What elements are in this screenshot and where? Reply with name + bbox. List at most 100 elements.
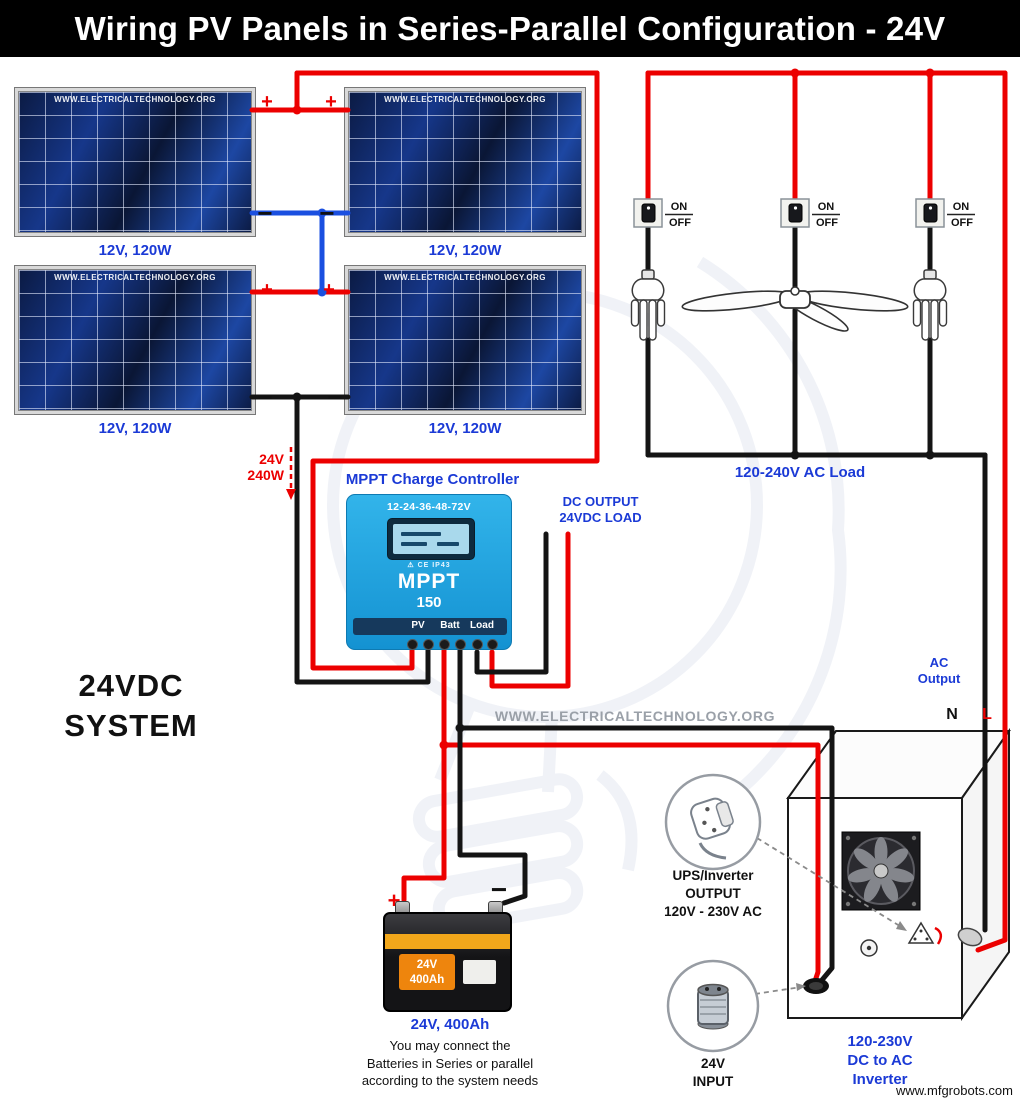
footer-watermark: www.mfgrobots.com [895, 1083, 1013, 1098]
watermark-text: WWW.ELECTRICALTECHNOLOGY.ORG [494, 708, 776, 724]
wire-inverter-dc-negative [457, 725, 835, 983]
pv-panel-3: WWW.ELECTRICALTECHNOLOGY.ORG [15, 266, 255, 414]
battery-sticker: 24V 400Ah [399, 954, 455, 990]
pv-cell-grid [349, 92, 581, 232]
terminal-label-pv: PV [411, 620, 425, 631]
pv-output-voltage: 24V [259, 451, 284, 467]
pv-panel-4-label: 12V, 120W [428, 420, 502, 437]
battery-sticker-voltage: 24V [416, 959, 438, 971]
plus-symbol: + [261, 279, 273, 301]
pv-panel-4: WWW.ELECTRICALTECHNOLOGY.ORG [345, 266, 585, 414]
inverter-label-line3: Inverter [852, 1071, 908, 1088]
ac-output-line1: AC [929, 655, 949, 670]
minus-symbol: − [257, 198, 272, 228]
callout-input-text: 24V INPUT [666, 1055, 760, 1091]
cfl-bulb-icon-right [912, 269, 948, 341]
switch-on-label: ON [818, 201, 835, 213]
lcd-segment [401, 532, 441, 536]
controller-cert-text: ⚠ CE IP43 [407, 562, 451, 569]
controller-display [387, 518, 475, 560]
inverter-cable-clamp [957, 927, 983, 947]
title-bar: Wiring PV Panels in Series-Parallel Conf… [0, 0, 1020, 57]
dc-output-label: DC OUTPUT 24VDC LOAD [538, 494, 663, 526]
polarity-symbols: + + − − + + − − + − N L [257, 91, 992, 913]
system-label: 24VDC SYSTEM [36, 666, 226, 746]
terminal-load-plus[interactable] [472, 639, 483, 650]
pv-panel-1-label: 12V, 120W [98, 242, 172, 259]
switch-on-label: ON [953, 201, 970, 213]
wire-dc-load-positive [489, 531, 571, 689]
inverter-details [803, 831, 983, 994]
ac-output-label: AC Output [908, 655, 970, 687]
pv-cell-grid [349, 270, 581, 410]
controller-lcd-screen [393, 524, 469, 554]
wire-dc-load-negative [474, 531, 549, 675]
dc-output-line2: 24VDC LOAD [559, 510, 642, 525]
inverter-fan-blades [847, 837, 915, 902]
terminal-pv-plus[interactable] [407, 639, 418, 650]
terminal-pv-minus[interactable] [423, 639, 434, 650]
plus-symbol: + [325, 91, 337, 113]
line-label: L [982, 706, 992, 723]
battery-sticker-capacity: 400Ah [409, 974, 445, 986]
callout-input-line1: 24V [700, 1056, 726, 1071]
controller-title: MPPT Charge Controller [345, 471, 520, 488]
switch-on-label: ON [671, 201, 688, 213]
ac-output-line2: Output [917, 671, 961, 686]
battery-stripe [385, 934, 510, 949]
battery-body: 24V 400Ah [383, 912, 512, 1012]
controller-voltage-range: 12-24-36-48-72V [387, 501, 471, 513]
callout-output-line1: UPS/Inverter [672, 868, 754, 883]
terminal-batt-minus[interactable] [455, 639, 466, 650]
callout-output-text: UPS/Inverter OUTPUT 120V - 230V AC [638, 867, 788, 921]
switch-2[interactable]: ON OFF [780, 198, 840, 229]
battery-minus-symbol: − [491, 874, 507, 905]
inverter-label-line1: 120-230V [847, 1033, 913, 1050]
minus-symbol: − [319, 198, 334, 228]
battery-label-blank [463, 960, 496, 984]
controller-model-number: 150 [416, 594, 442, 611]
inverter-label-line2: DC to AC [847, 1052, 913, 1069]
pv-cell-grid [19, 92, 251, 232]
battery-note-line3: according to the system needs [361, 1073, 539, 1088]
terminal-load-minus[interactable] [487, 639, 498, 650]
lcd-segment [437, 542, 459, 546]
plus-symbol: + [261, 91, 273, 113]
lcd-segment [401, 542, 427, 546]
switch-1[interactable]: ON OFF [633, 198, 693, 229]
wire-battery-positive [401, 645, 447, 903]
wire-ac-line-from-inverter [975, 70, 1008, 953]
switch-off-label: OFF [816, 217, 838, 229]
ac-load-label: 120-240V AC Load [734, 464, 866, 481]
battery-label: 24V, 400Ah [410, 1016, 490, 1033]
switch-off-label: OFF [669, 217, 691, 229]
wire-pv-plus-to-controller [310, 70, 600, 671]
plus-symbol: + [323, 279, 335, 301]
pv-brand-text: WWW.ELECTRICALTECHNOLOGY.ORG [54, 95, 216, 104]
controller-model: MPPT [397, 570, 461, 593]
battery-note-line1: You may connect the [389, 1038, 511, 1053]
pv-brand-text: WWW.ELECTRICALTECHNOLOGY.ORG [54, 273, 216, 282]
callout-output [664, 773, 907, 931]
callout-output-line3: 120V - 230V AC [664, 904, 762, 919]
terminal-batt-plus[interactable] [439, 639, 450, 650]
battery: 24V 400Ah [383, 892, 512, 1012]
dc-output-line1: DC OUTPUT [562, 494, 639, 509]
terminal-label-load: Load [470, 620, 494, 631]
pv-panel-1: WWW.ELECTRICALTECHNOLOGY.ORG [15, 88, 255, 236]
pv-output-power: 240W [247, 467, 284, 483]
controller-terminal-strip: PV Batt Load [353, 618, 507, 635]
inverter-label: 120-230V DC to AC Inverter [806, 1032, 954, 1089]
ceiling-fan-icon [681, 286, 909, 332]
callout-input-line2: INPUT [692, 1074, 734, 1089]
cfl-bulb-icon-left [630, 269, 666, 341]
pv-output-annotation: 24V 240W [222, 451, 284, 483]
minus-symbol: − [257, 382, 272, 412]
neutral-label: N [946, 706, 958, 723]
callout-input [666, 959, 806, 1053]
switch-3[interactable]: ON OFF [915, 198, 975, 229]
switch-off-label: OFF [951, 217, 973, 229]
pv-output-arrow [286, 447, 296, 500]
dc-connector-icon [697, 983, 729, 1030]
